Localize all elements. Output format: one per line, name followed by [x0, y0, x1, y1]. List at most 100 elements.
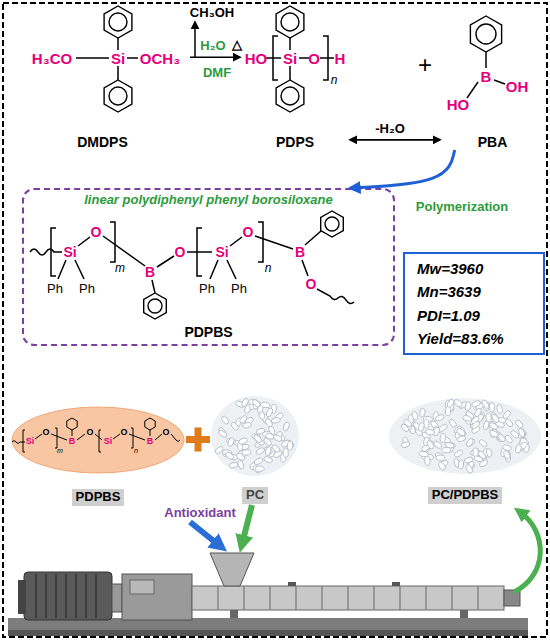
twin-screw-extruder	[460, 610, 468, 618]
pellet	[491, 413, 500, 423]
atom-label: n	[331, 74, 338, 86]
mini-bond	[113, 434, 120, 439]
polymer-blob: PDPBS	[8, 402, 188, 506]
mini-bond	[51, 434, 67, 440]
twin-screw-extruder	[230, 610, 238, 618]
pellet	[497, 433, 507, 443]
benzene-ring	[109, 13, 127, 31]
twin-screw-extruder	[321, 586, 322, 610]
benzene-ring	[470, 16, 501, 52]
mini-bond	[77, 434, 85, 440]
pellet	[515, 444, 523, 454]
atom-label: Si	[215, 245, 228, 259]
pellet	[238, 414, 248, 424]
pellet	[489, 403, 495, 412]
chemical-bond	[117, 38, 119, 50]
compound-label: PDPS	[240, 5, 350, 150]
pellet	[465, 464, 474, 474]
benzene-ring	[281, 13, 299, 31]
mini-bond	[171, 434, 180, 442]
pellet	[282, 421, 290, 431]
chemical-bond	[273, 36, 278, 80]
pellet	[242, 449, 252, 455]
twin-screw-extruder	[85, 574, 87, 618]
atom-label: O	[120, 428, 127, 437]
pellet	[438, 423, 448, 433]
atom-label: HO	[245, 51, 268, 66]
pellet	[426, 440, 435, 450]
polymerization-arrow	[350, 150, 454, 188]
twin-screw-extruder	[112, 584, 122, 612]
mini-bond	[155, 434, 162, 440]
pellet	[220, 415, 230, 425]
pellet	[481, 399, 490, 409]
pellet	[418, 422, 425, 432]
pellet	[253, 434, 263, 444]
pellet	[253, 457, 263, 466]
chemical-bond	[152, 280, 155, 293]
pellet	[272, 434, 282, 442]
atom-label: Ph	[79, 282, 95, 295]
atom-label: OCH₃	[140, 51, 180, 66]
orange-plus	[186, 428, 210, 452]
chemical-bond	[58, 260, 66, 279]
pellet-pile: PC	[205, 392, 305, 504]
pellet	[453, 398, 463, 408]
atom-label: O	[243, 225, 254, 239]
benzene-ring	[276, 6, 304, 38]
chemical-bond	[299, 57, 309, 59]
pellet	[518, 428, 526, 438]
chemical-bond	[302, 260, 308, 276]
pellet	[437, 461, 446, 471]
benzene-ring	[104, 80, 132, 112]
pellet	[445, 407, 451, 416]
benzene-ring	[104, 6, 132, 38]
mini-bond	[12, 418, 180, 452]
atom-label: Si	[111, 51, 125, 66]
mini-bond	[150, 430, 151, 436]
condition-label: △	[232, 38, 242, 51]
pellet	[411, 411, 418, 421]
atom-label: Si	[26, 437, 35, 446]
mini-bond	[145, 418, 155, 430]
pellet	[458, 460, 465, 470]
chemical-bond	[494, 80, 505, 84]
pellet	[515, 419, 524, 429]
pellet	[403, 418, 413, 428]
node-text: PDPS	[276, 134, 314, 150]
atom-label: Si	[283, 51, 297, 66]
byproduct-arrow	[194, 22, 196, 57]
benzene-ring	[276, 80, 304, 112]
pellet	[424, 456, 430, 466]
pellet	[225, 451, 235, 461]
twin-screw-extruder	[269, 586, 270, 610]
outer-frame	[3, 3, 547, 637]
benzene-ring	[476, 24, 496, 44]
atom-label: n	[134, 447, 138, 454]
pellet	[238, 437, 248, 445]
chemical-bond	[485, 52, 487, 68]
twin-screw-extruder	[399, 586, 400, 610]
blob-outline	[12, 407, 184, 473]
twin-screw-extruder	[122, 574, 192, 620]
atom-label: B	[69, 437, 76, 446]
pellet	[271, 417, 281, 424]
chemical-bond	[210, 260, 218, 279]
pellet	[477, 450, 487, 460]
twin-screw-extruder	[373, 586, 374, 610]
equilibrium-arrow	[350, 139, 440, 141]
box-heading: linear polydiphenyl phenyl borosiloxane	[84, 193, 333, 208]
pellet	[453, 449, 463, 458]
benzene-ring	[144, 293, 167, 319]
reaction-arrow	[190, 56, 240, 58]
twin-screw-extruder	[288, 582, 296, 586]
twin-screw-extruder	[425, 586, 426, 610]
twin-screw-extruder	[347, 586, 348, 610]
chemical-bond	[157, 256, 174, 267]
twin-screw-extruder	[75, 574, 77, 618]
chemical-bond	[103, 236, 145, 266]
pellet	[230, 421, 240, 431]
chemical-bond	[255, 236, 293, 249]
node-text: Mw=3960	[417, 260, 483, 277]
chemical-bond	[305, 231, 321, 245]
